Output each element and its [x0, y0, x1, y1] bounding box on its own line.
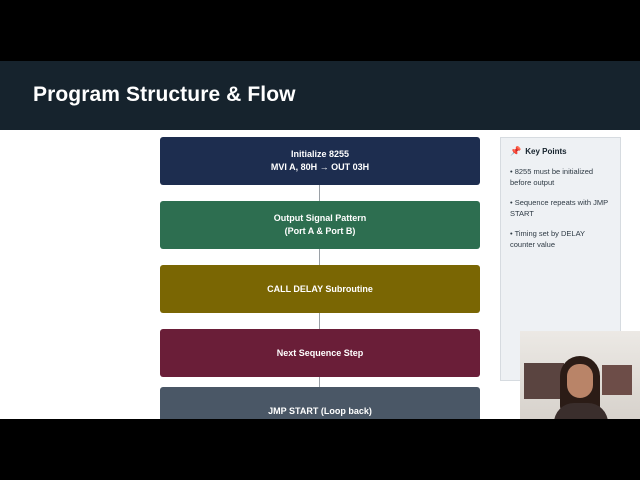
- webcam-background-object: [602, 365, 632, 395]
- flow-step-jmp-start: JMP START (Loop back): [160, 387, 480, 419]
- flow-step-line1: Output Signal Pattern: [273, 213, 367, 223]
- flow-step-initialize: Initialize 8255 MVI A, 80H → OUT 03H: [160, 137, 480, 185]
- letterbox-bottom: [0, 419, 640, 480]
- key-points-title: Key Points: [525, 147, 567, 156]
- flow-step-call-delay: CALL DELAY Subroutine: [160, 265, 480, 313]
- presenter-webcam-feed: [520, 331, 640, 419]
- flow-step-line1: Initialize 8255: [290, 149, 350, 159]
- key-points-heading: 📌 Key Points: [510, 146, 611, 157]
- presenter-face: [567, 364, 593, 398]
- pushpin-icon: 📌: [510, 146, 522, 156]
- key-point-item: • Timing set by DELAY counter value: [510, 229, 585, 249]
- key-point-item: • Sequence repeats with JMP START: [510, 198, 608, 218]
- presentation-slide: Program Structure & Flow Initialize 8255…: [0, 61, 640, 419]
- slide-title: Program Structure & Flow: [33, 83, 296, 106]
- webcam-background-object: [524, 363, 564, 399]
- flow-step-line1: CALL DELAY Subroutine: [267, 283, 373, 294]
- key-points-list: • 8255 must be initialized before output…: [510, 167, 611, 250]
- slide-header: Program Structure & Flow: [0, 61, 640, 130]
- flow-step-output-signal: Output Signal Pattern (Port A & Port B): [160, 201, 480, 249]
- key-point-item: • 8255 must be initialized before output: [510, 167, 594, 187]
- presenter-body: [554, 403, 608, 419]
- flow-step-line1: JMP START (Loop back): [268, 405, 372, 416]
- letterbox-top: [0, 0, 640, 61]
- flow-step-line2: (Port A & Port B): [284, 226, 356, 236]
- flow-step-line2: MVI A, 80H → OUT 03H: [270, 162, 370, 172]
- flow-step-next-sequence: Next Sequence Step: [160, 329, 480, 377]
- flow-step-line1: Next Sequence Step: [276, 347, 364, 358]
